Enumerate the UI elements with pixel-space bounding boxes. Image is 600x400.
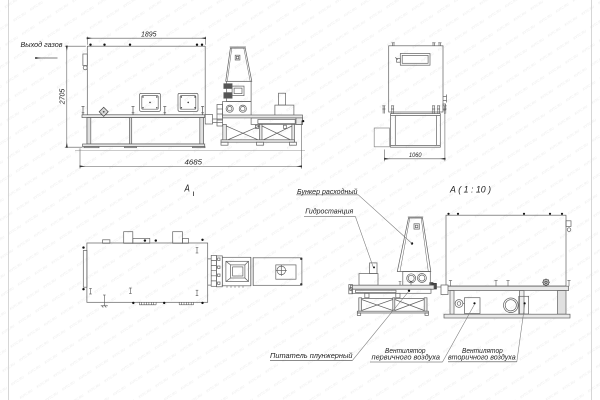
svg-text:первичного воздуха: первичного воздуха (372, 354, 441, 362)
svg-text:1060: 1060 (409, 152, 422, 159)
svg-text:1895: 1895 (141, 31, 157, 38)
svg-text:Питатель плунжерный: Питатель плунжерный (270, 352, 353, 360)
svg-text:А ( 1 : 10 ): А ( 1 : 10 ) (449, 185, 491, 196)
svg-text:Выход газов: Выход газов (21, 40, 63, 49)
svg-text:2705: 2705 (59, 89, 66, 106)
svg-text:Вентилятор: Вентилятор (385, 348, 426, 355)
svg-text:А: А (184, 182, 190, 194)
svg-text:вторичного воздуха: вторичного воздуха (448, 354, 516, 362)
svg-text:4685: 4685 (185, 159, 203, 166)
svg-text:Бункер расходный: Бункер расходный (297, 188, 358, 196)
svg-text:Гидростанция: Гидростанция (305, 208, 353, 216)
svg-text:Вентилятор: Вентилятор (462, 348, 503, 355)
